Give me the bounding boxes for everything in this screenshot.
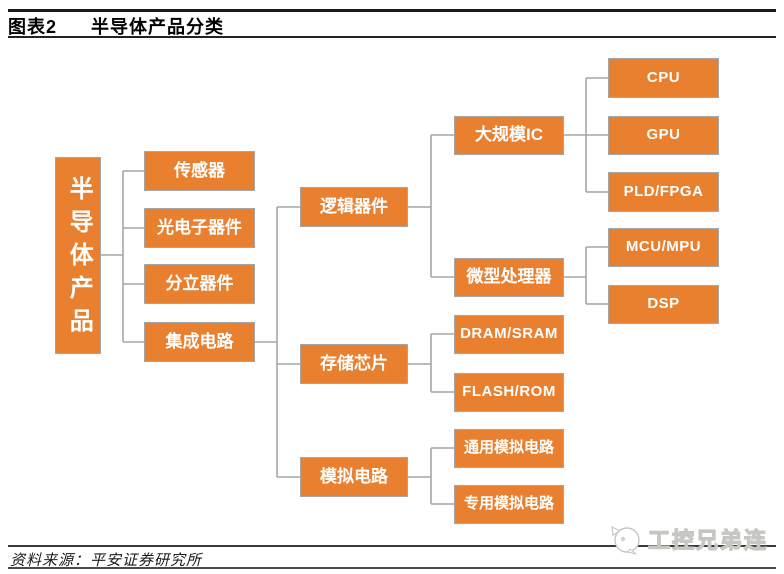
node-sensors: 传感器	[144, 151, 255, 191]
connector-lsic-to-children	[564, 77, 608, 193]
watermark-text: 工控兄弟连	[647, 527, 768, 553]
source-note: 资料来源：平安证券研究所	[10, 553, 203, 569]
node-mcu-mpu: MCU/MPU	[608, 228, 719, 267]
figure-label: 图表2	[8, 17, 58, 37]
connector-ic-to-level3	[255, 206, 300, 478]
node-large-scale-ic: 大规模IC	[454, 116, 564, 155]
node-general-analog-circuits: 通用模拟电路	[454, 429, 564, 468]
node-microprocessor: 微型处理器	[454, 258, 564, 297]
connector-memory-to-children	[408, 333, 454, 393]
node-special-analog-circuits: 专用模拟电路	[454, 485, 564, 524]
node-pld-fpga: PLD/FPGA	[608, 172, 719, 212]
node-optoelectronic-devices: 光电子器件	[144, 208, 255, 248]
node-flash-rom: FLASH/ROM	[454, 373, 564, 412]
connector-micro-to-children	[564, 246, 608, 305]
figure-title: 半导体产品分类	[91, 17, 225, 37]
header-rule-thin	[8, 36, 776, 38]
node-discrete-devices: 分立器件	[144, 264, 255, 304]
figure-header: 图表2 半导体产品分类	[8, 13, 224, 39]
node-semiconductor-products: 半导体产品	[55, 157, 101, 354]
connector-analog-to-children	[408, 447, 454, 505]
node-memory-chips: 存储芯片	[300, 344, 408, 384]
node-cpu: CPU	[608, 58, 719, 98]
node-dsp: DSP	[608, 285, 719, 324]
node-analog-circuits: 模拟电路	[300, 457, 408, 497]
connector-logic-to-children	[408, 134, 454, 278]
node-dram-sram: DRAM/SRAM	[454, 315, 564, 354]
watermark: 工控兄弟连	[606, 521, 768, 557]
connector-root-to-level2	[101, 170, 144, 343]
footer-rule-bottom	[8, 567, 776, 569]
footer-rule-top	[8, 545, 776, 547]
robot-mascot-icon	[606, 521, 644, 557]
node-gpu: GPU	[608, 116, 719, 155]
node-integrated-circuits: 集成电路	[144, 322, 255, 362]
header-rule-thick	[8, 9, 776, 12]
node-logic-devices: 逻辑器件	[300, 187, 408, 227]
